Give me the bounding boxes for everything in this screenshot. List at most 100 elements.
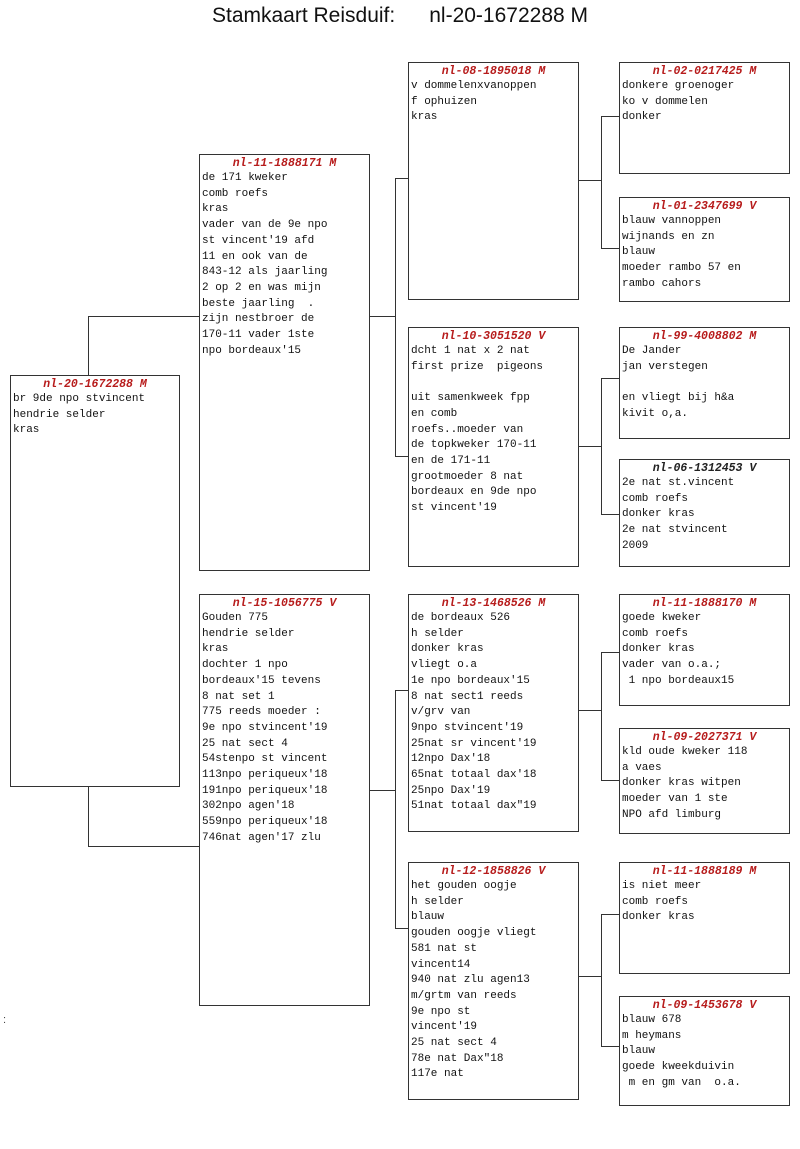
card-line: de topkweker 170-11 — [411, 439, 537, 452]
connector — [578, 710, 602, 711]
card-line: en comb — [411, 407, 458, 420]
card-line: ko v dommelen — [622, 95, 708, 108]
card-line: 2 op 2 en was mijn — [202, 281, 321, 294]
card-line: 1e npo bordeaux'15 — [411, 674, 530, 687]
title-label: Stamkaart Reisduif: — [211, 4, 396, 27]
card-line: 25 nat sect 4 — [202, 737, 288, 750]
card-line: NPO afd limburg — [622, 808, 722, 821]
card-line: blauw — [411, 911, 445, 924]
card-line: hendrie selder — [202, 627, 295, 640]
connector — [395, 690, 408, 691]
card-line: first prize pigeons — [411, 360, 544, 373]
connector — [369, 790, 396, 791]
card-line: de bordeaux 526 — [411, 612, 511, 624]
ring-number: nl-01-2347699 V — [652, 200, 757, 213]
card-line: 25nat sr vincent'19 — [411, 737, 537, 750]
card-line: en de 171-11 — [411, 454, 491, 467]
card-line: m en gm van o.a. — [622, 1076, 741, 1089]
card-line: zijn nestbroer de — [202, 313, 315, 326]
connector — [601, 914, 602, 1046]
ring-number: nl-09-1453678 V — [652, 999, 757, 1012]
connector — [88, 786, 89, 847]
connector — [601, 652, 602, 780]
card-line: wijnands en zn — [622, 230, 715, 243]
ring-number: nl-02-0217425 M — [652, 65, 757, 78]
card-line: en vliegt bij h&a — [622, 392, 735, 405]
card-line: kras — [202, 643, 229, 656]
card-line: donker kras witpen — [622, 777, 741, 790]
card-line: blauw — [622, 246, 656, 259]
connector — [578, 180, 602, 181]
card-line: kivit o,a. — [622, 407, 689, 420]
card-line: donker kras — [622, 508, 695, 521]
card-line: blauw — [622, 1045, 656, 1058]
card-fm: nl-10-3051520 V dcht 1 nat x 2 nat first … — [408, 327, 579, 567]
card-line: 51nat totaal dax"19 — [411, 800, 537, 813]
card-line: m heymans — [622, 1029, 682, 1042]
connector — [578, 976, 602, 977]
card-line: 940 nat zlu agen13 — [411, 974, 530, 987]
ring-number: nl-10-3051520 V — [441, 330, 546, 343]
connector — [395, 178, 396, 456]
card-line: 8 nat sect1 reeds — [411, 690, 524, 703]
card-line: v dommelenxvanoppen — [411, 80, 537, 92]
connector — [601, 914, 620, 915]
connector — [88, 316, 89, 376]
card-line: kras — [202, 203, 229, 216]
card-line: comb roefs — [622, 627, 689, 640]
card-line: 25 nat sect 4 — [411, 1037, 497, 1050]
ring-number: nl-99-4008802 M — [652, 330, 757, 343]
ring-number: nl-11-1888170 M — [652, 597, 757, 610]
card-line: 559npo periqueux'18 — [202, 816, 328, 829]
card-line: 191npo periqueux'18 — [202, 784, 328, 797]
card-line: is niet meer — [622, 880, 702, 892]
ring-number: nl-11-1888189 M — [652, 865, 757, 878]
card-line: vincent14 — [411, 958, 471, 971]
card-line: kld oude kweker 118 — [622, 746, 748, 758]
card-line: hendrie selder — [13, 408, 106, 421]
card-ffm: nl-01-2347699 V blauw vannoppen wijnands … — [619, 197, 790, 302]
connector — [601, 116, 602, 248]
card-line: blauw vannoppen — [622, 215, 722, 227]
card-line: m/grtm van reeds — [411, 989, 517, 1002]
card-line: donker kras — [622, 911, 695, 924]
card-line: vincent'19 — [411, 1021, 478, 1034]
card-line: st vincent'19 afd — [202, 234, 315, 247]
card-line: 170-11 vader 1ste — [202, 329, 315, 342]
card-line: comb roefs — [622, 492, 689, 505]
title-pigeon-id: nl-20-1672288 M — [429, 4, 589, 27]
connector — [601, 1046, 620, 1047]
card-line — [622, 375, 789, 391]
card-line: 25npo Dax'19 — [411, 784, 491, 797]
card-line: 581 nat st — [411, 942, 478, 955]
connector — [395, 178, 408, 179]
card-line: moeder rambo 57 en — [622, 262, 741, 275]
card-line: vliegt o.a — [411, 659, 478, 672]
card-line: f ophuizen — [411, 95, 478, 108]
card-line: comb roefs — [202, 187, 269, 200]
card-line: comb roefs — [622, 895, 689, 908]
card-line: dcht 1 nat x 2 nat — [411, 345, 530, 357]
card-line: 2009 — [622, 539, 649, 552]
card-line: rambo cahors — [622, 277, 702, 290]
card-line: 54stenpo st vincent — [202, 753, 328, 766]
card-line — [411, 375, 578, 391]
card-line: vader van de 9e npo — [202, 219, 328, 232]
connector — [88, 316, 200, 317]
connector — [395, 928, 408, 929]
card-line: beste jaarling . — [202, 297, 315, 310]
